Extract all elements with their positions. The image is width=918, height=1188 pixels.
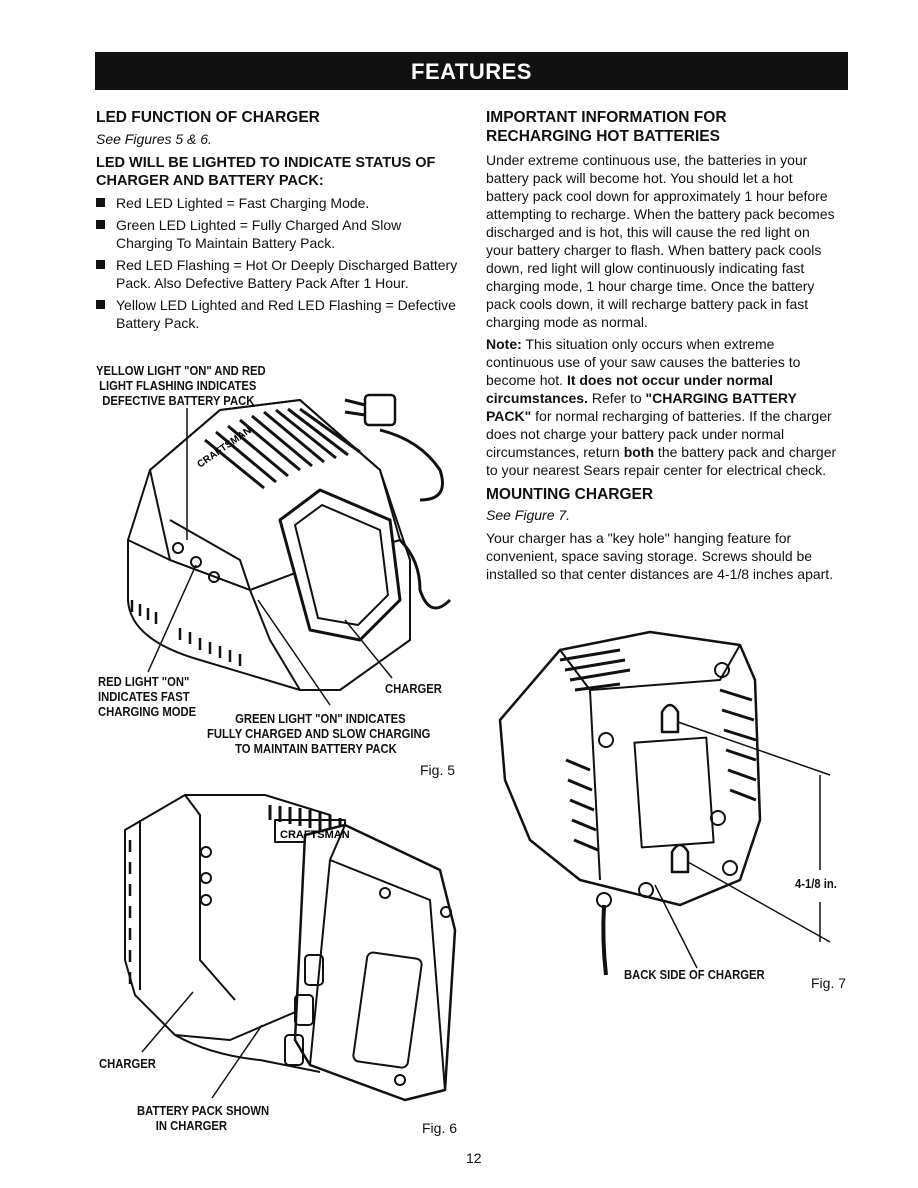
left-column: LED FUNCTION OF CHARGER See Figures 5 & … [96,108,461,332]
page-number: 12 [466,1150,482,1166]
led-status-subheading: LED WILL BE LIGHTED TO INDICATE STATUS O… [96,155,436,189]
fig7-caption: Fig. 7 [811,975,847,991]
right-column: IMPORTANT INFORMATION FOR RECHARGING HOT… [486,108,838,583]
mounting-paragraph: Your charger has a "key hole" hanging fe… [486,530,834,582]
hot-batteries-paragraph: Under extreme continuous use, the batter… [486,152,835,330]
bullet-icon [96,198,105,207]
section-banner: FEATURES [95,52,848,90]
fig5-red-label: RED LIGHT "ON" INDICATES FAST CHARGING M… [98,675,197,719]
fig7-back-side-label: BACK SIDE OF CHARGER [624,968,765,982]
fig6-battery-label: BATTERY PACK SHOWN IN CHARGER [137,1104,270,1133]
fig6-brand-text: CRAFTSMAN [280,829,350,841]
see-figure-7-note: See Figure 7. [486,507,571,523]
fig6-caption: Fig. 6 [422,1120,458,1136]
fig5-charger-label: CHARGER [385,682,442,696]
list-item: Red LED Lighted = Fast Charging Mode. [96,194,461,212]
fig5-yellow-label: YELLOW LIGHT "ON" AND RED LIGHT FLASHING… [96,364,266,408]
list-item: Red LED Flashing = Hot Or Deeply Dischar… [96,256,461,292]
bullet-icon [96,220,105,229]
bullet-icon [96,300,105,309]
hot-batteries-heading: IMPORTANT INFORMATION FOR RECHARGING HOT… [486,109,727,145]
list-item: Yellow LED Lighted and Red LED Flashing … [96,296,461,332]
bullet-icon [96,260,105,269]
mounting-charger-heading: MOUNTING CHARGER [486,486,654,503]
fig6-charger-label: CHARGER [99,1057,156,1071]
fig5-green-label: GREEN LIGHT "ON" INDICATES FULLY CHARGED… [207,712,431,756]
list-item: Green LED Lighted = Fully Charged And Sl… [96,216,461,252]
led-function-heading: LED FUNCTION OF CHARGER [96,109,320,126]
fig5-caption: Fig. 5 [420,762,456,778]
fig7-dimension-label: 4-1/8 in. [795,877,837,891]
see-figures-note: See Figures 5 & 6. [96,131,212,147]
note-paragraph: Note: This situation only occurs when ex… [486,336,837,478]
